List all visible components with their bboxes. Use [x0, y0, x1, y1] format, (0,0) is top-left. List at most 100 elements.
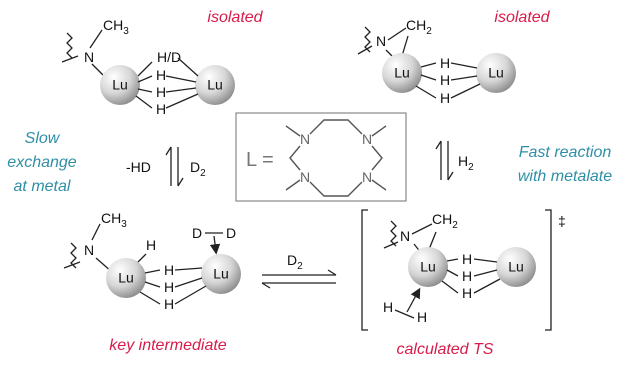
bonds [135, 61, 153, 109]
bonds [174, 267, 207, 305]
lu-sphere [106, 258, 146, 298]
nitrogen: N [400, 228, 410, 244]
equilibrium-right: H2 [435, 140, 474, 181]
reagent-d2: D2 [190, 159, 206, 179]
lu-label: Lu [213, 266, 229, 282]
ligand-prefix: L = [246, 149, 274, 171]
deuterium: D [192, 225, 202, 241]
hd-label: H/D [157, 49, 181, 65]
ring-bond [309, 119, 363, 135]
ring-bond [371, 145, 383, 171]
bracket-right [545, 209, 552, 331]
bond [383, 241, 399, 249]
hydride: H [164, 279, 174, 295]
bond [63, 261, 81, 269]
lu-sphere [496, 247, 536, 287]
left-note: Slow exchange at metal [7, 130, 76, 195]
bond [61, 55, 79, 63]
ligand-frame [235, 112, 407, 202]
label-top-left: isolated [207, 9, 263, 26]
bonds [165, 57, 199, 109]
note-line: Slow [25, 130, 61, 147]
lu-sphere [382, 53, 422, 93]
note-line: Fast reaction [519, 144, 612, 161]
bonds [441, 258, 459, 294]
right-note: Fast reaction with metalate [518, 144, 612, 185]
methyl: CH3 [103, 17, 129, 37]
bond [91, 223, 101, 241]
coordination-arrow [209, 235, 221, 255]
h-h-bond [394, 309, 415, 319]
equilibrium-bottom: D2 [261, 252, 337, 289]
hydride: H [440, 72, 450, 88]
hydride: H [156, 67, 166, 83]
bond [137, 253, 147, 263]
deuterium: D [226, 225, 236, 241]
methylene: CH2 [406, 17, 432, 37]
bracket-left [361, 209, 368, 331]
reagent-minus-hd: -HD [126, 159, 151, 175]
hydride: H [462, 251, 472, 267]
hydride: H [462, 268, 472, 284]
lu-sphere [201, 254, 241, 294]
lu-sphere [476, 53, 516, 93]
arrow-up [435, 140, 442, 180]
bonds [473, 258, 501, 294]
arrow-right [262, 269, 337, 276]
methylene: CH2 [432, 211, 458, 231]
lu-label: Lu [488, 65, 504, 81]
note-line: with metalate [518, 168, 612, 185]
arrow-down [177, 147, 184, 187]
nitrogen: N [84, 242, 94, 258]
bond [401, 35, 409, 57]
bonds [450, 62, 481, 99]
label-bottom-left: key intermediate [109, 337, 226, 354]
arrow-down [447, 141, 454, 181]
arrow-left [261, 282, 336, 289]
wavy-bond [66, 32, 73, 59]
lu-label: Lu [118, 270, 134, 286]
arrow-up [165, 146, 172, 186]
bond [89, 29, 103, 49]
hydrogen: H [417, 309, 427, 325]
lu-label: Lu [394, 65, 410, 81]
nitrogen: N [376, 33, 386, 49]
note-line: at metal [14, 178, 71, 195]
bonds [139, 269, 161, 305]
bonds [415, 62, 437, 99]
equilibrium-left: -HD D2 [126, 146, 206, 187]
note-line: exchange [7, 154, 76, 171]
ligand-box: L = N N N N [235, 112, 407, 202]
complex-bottom-left: N CH3 Lu Lu H H H H D D key intermediate [63, 210, 241, 354]
lu-label: Lu [112, 77, 128, 93]
ring-n: N [362, 169, 372, 185]
lu-sphere [100, 65, 140, 105]
nitrogen: N [84, 49, 94, 65]
ring-n: N [300, 131, 310, 147]
hydride: H [462, 285, 472, 301]
wavy-bond [364, 26, 371, 53]
lu-sphere [408, 247, 448, 287]
ring-n: N [300, 169, 310, 185]
wavy-bond [70, 242, 77, 269]
lu-label: Lu [207, 77, 223, 93]
hydride: H [156, 101, 166, 117]
lu-label: Lu [420, 259, 436, 275]
ring-bond [309, 181, 363, 197]
bond [411, 223, 433, 235]
lu-sphere [195, 65, 235, 105]
hydride: H [156, 84, 166, 100]
coordination-arrow [406, 287, 421, 313]
hydride: H [164, 262, 174, 278]
methyl: CH3 [101, 210, 127, 230]
hydride: H [440, 55, 450, 71]
lu-label: Lu [508, 259, 524, 275]
hydrogen: H [383, 299, 393, 315]
complex-top-left: N CH3 Lu Lu H/D H H H isolated [61, 9, 264, 117]
terminal-hydride: H [146, 237, 156, 253]
hydride: H [440, 90, 450, 106]
methyl-bonds [285, 125, 387, 191]
reagent-h2: H2 [458, 153, 474, 173]
